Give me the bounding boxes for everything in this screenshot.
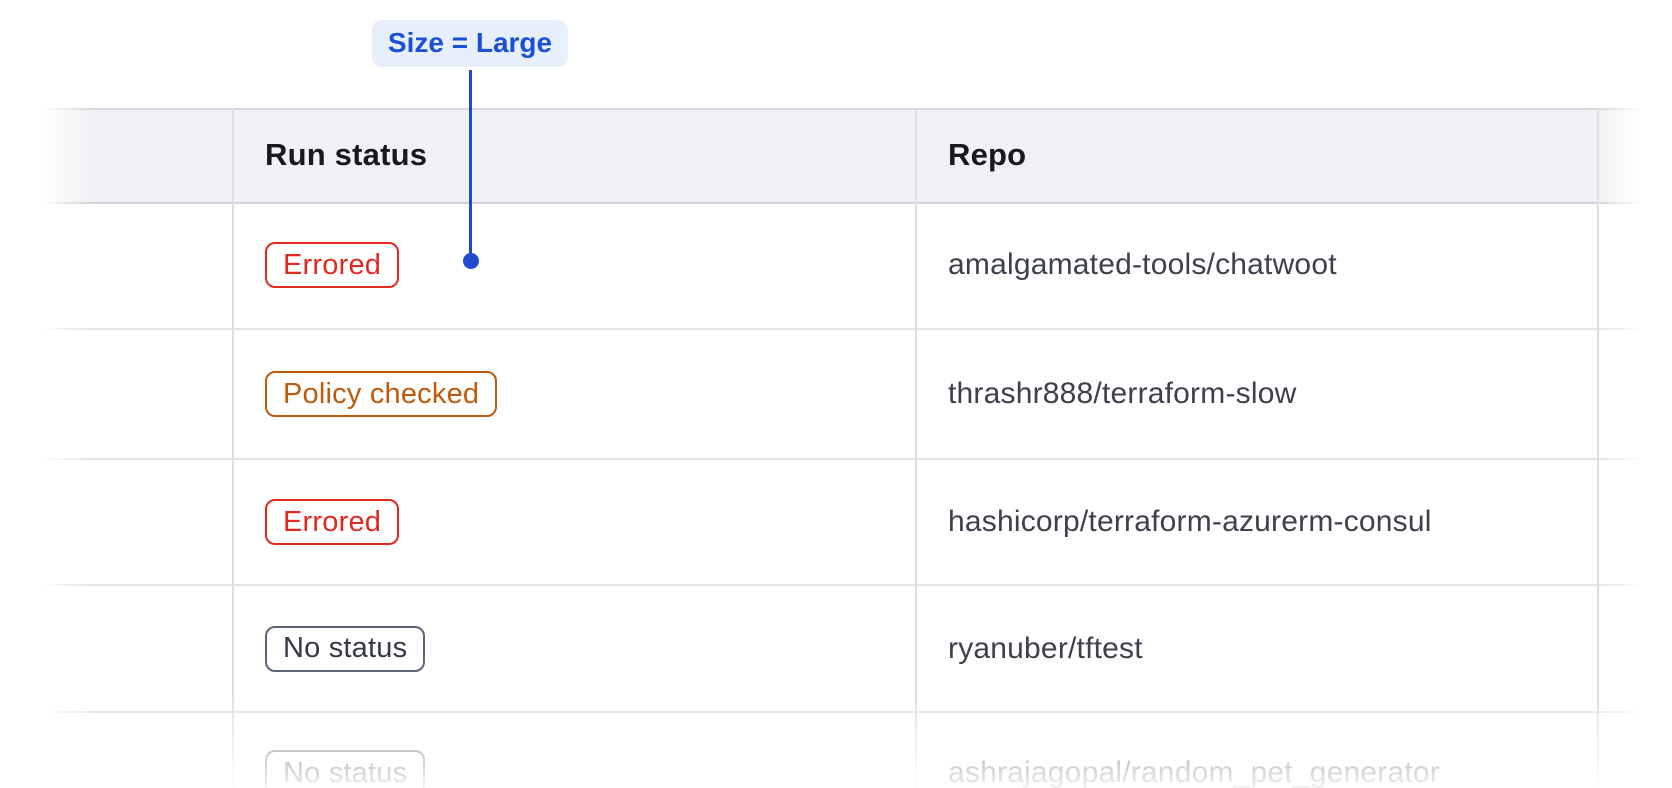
run-status-badge: Errored bbox=[265, 499, 400, 545]
repo-cell: hashicorp/terraform-azurerm-consul bbox=[948, 460, 1432, 584]
column-divider bbox=[232, 108, 234, 788]
column-divider bbox=[915, 108, 917, 788]
table-header-row bbox=[44, 110, 1640, 202]
run-status-badge: Errored bbox=[265, 242, 400, 288]
row-divider bbox=[44, 458, 1640, 460]
repo-name: amalgamated-tools/chatwoot bbox=[948, 248, 1337, 281]
table-row[interactable]: Errored hashicorp/terraform-azurerm-cons… bbox=[44, 460, 1640, 584]
run-status-cell: Errored bbox=[265, 202, 400, 328]
annotation-connector-line bbox=[469, 70, 472, 260]
row-divider bbox=[44, 328, 1640, 330]
run-status-badge: No status bbox=[265, 750, 426, 788]
repo-cell: ryanuber/tftest bbox=[948, 586, 1143, 711]
column-header-run-status: Run status bbox=[265, 137, 428, 172]
table-row[interactable]: Policy checked thrashr888/terraform-slow bbox=[44, 330, 1640, 458]
run-status-badge: No status bbox=[265, 625, 426, 672]
repo-name: ryanuber/tftest bbox=[948, 631, 1143, 665]
annotation-size-label: Size = Large bbox=[371, 20, 569, 67]
repo-name: thrashr888/terraform-slow bbox=[948, 377, 1297, 410]
table-row[interactable]: No status ryanuber/tftest bbox=[44, 586, 1640, 711]
repo-cell: amalgamated-tools/chatwoot bbox=[948, 202, 1337, 328]
repo-cell: ashrajagopal/random_pet_generator bbox=[948, 713, 1440, 788]
run-status-cell: No status bbox=[265, 713, 426, 788]
repo-name: hashicorp/terraform-azurerm-consul bbox=[948, 505, 1432, 538]
repo-name: ashrajagopal/random_pet_generator bbox=[948, 756, 1440, 788]
row-divider bbox=[44, 584, 1640, 586]
column-header-repo: Repo bbox=[948, 137, 1027, 172]
annotation-connector-dot bbox=[463, 253, 479, 269]
run-status-cell: Errored bbox=[265, 460, 400, 584]
run-status-cell: Policy checked bbox=[265, 330, 498, 458]
run-status-cell: No status bbox=[265, 586, 426, 711]
run-status-badge: Policy checked bbox=[265, 371, 498, 417]
table-row[interactable]: Errored amalgamated-tools/chatwoot bbox=[44, 202, 1640, 328]
table-top-border bbox=[44, 108, 1640, 110]
repo-cell: thrashr888/terraform-slow bbox=[948, 330, 1296, 458]
table-row[interactable]: No status ashrajagopal/random_pet_genera… bbox=[44, 713, 1640, 788]
header-bottom-border bbox=[44, 202, 1640, 204]
